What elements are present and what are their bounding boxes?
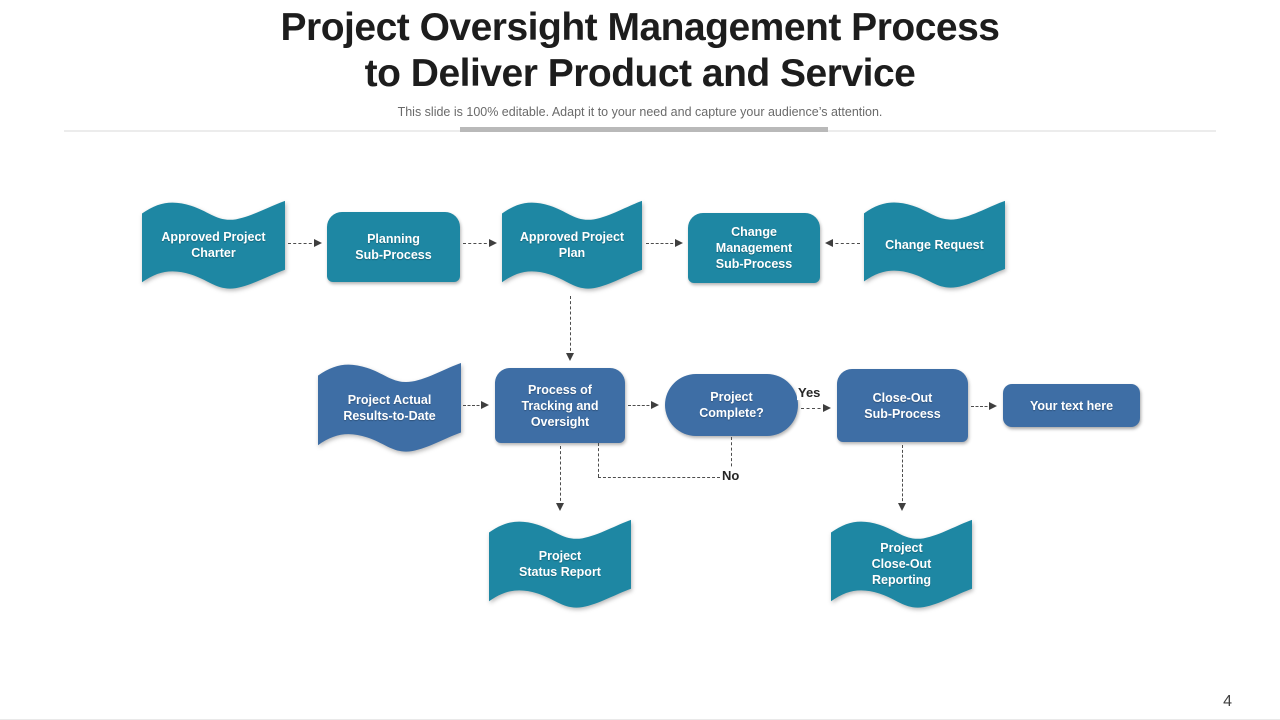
node-label: Approved Project Charter bbox=[161, 230, 266, 260]
node-approved-project-plan[interactable]: Approved Project Plan bbox=[502, 198, 642, 292]
node-label: Approved Project Plan bbox=[519, 230, 625, 260]
edge-complete-yes-to-close-out bbox=[801, 403, 831, 412]
yes-label: Yes bbox=[797, 385, 822, 400]
edge-no-vertical-to-tracking bbox=[598, 443, 599, 477]
edge-results-to-tracking bbox=[463, 400, 489, 409]
wave-shape-icon bbox=[318, 362, 461, 452]
edge-tracking-to-complete bbox=[628, 400, 659, 409]
node-label: Planning Sub-Process bbox=[355, 232, 432, 262]
edge-charter-to-planning bbox=[288, 238, 322, 247]
node-label: Change Management Sub-Process bbox=[715, 225, 793, 271]
wave-shape-icon bbox=[489, 519, 631, 608]
edge-change-request-to-change-management bbox=[825, 238, 860, 247]
node-label: Project Complete? bbox=[699, 390, 764, 420]
node-project-close-out-reporting[interactable]: Project Close-Out Reporting bbox=[831, 517, 972, 611]
wave-shape-icon bbox=[142, 200, 285, 289]
no-label: No bbox=[721, 468, 741, 483]
edge-plan-to-tracking bbox=[565, 296, 574, 361]
edge-planning-to-plan bbox=[463, 238, 497, 247]
node-project-status-report[interactable]: Project Status Report bbox=[489, 517, 631, 611]
node-process-of-tracking-and-oversight[interactable]: Process of Tracking and Oversight bbox=[495, 368, 625, 443]
divider-accent-bar bbox=[460, 127, 828, 132]
node-label: Project Actual Results-to-Date bbox=[343, 392, 436, 423]
wave-shape-icon bbox=[864, 200, 1005, 288]
edge-close-out-to-your-text bbox=[971, 401, 997, 410]
page-number: 4 bbox=[1223, 693, 1232, 710]
edge-no-vertical-from-complete bbox=[731, 437, 732, 477]
edge-close-out-to-reporting bbox=[897, 445, 906, 511]
edge-tracking-to-status-report bbox=[555, 446, 564, 511]
node-label: Change Request bbox=[885, 237, 984, 252]
page-title: Project Oversight Management Process to … bbox=[280, 6, 1000, 95]
node-label: Process of Tracking and Oversight bbox=[521, 382, 599, 429]
wave-shape-icon bbox=[502, 200, 642, 289]
node-close-out-sub-process[interactable]: Close-Out Sub-Process bbox=[837, 369, 968, 442]
node-label: Project Status Report bbox=[519, 549, 601, 579]
node-change-request[interactable]: Change Request bbox=[864, 198, 1005, 291]
node-change-management-sub-process[interactable]: Change Management Sub-Process bbox=[688, 213, 820, 283]
edge-plan-to-change-management bbox=[646, 238, 683, 247]
node-label: Project Close-Out Reporting bbox=[871, 541, 932, 587]
page-subtitle: This slide is 100% editable. Adapt it to… bbox=[397, 105, 883, 119]
node-project-actual-results-to-date[interactable]: Project Actual Results-to-Date bbox=[318, 360, 461, 455]
wave-shape-icon bbox=[831, 519, 972, 608]
node-label: Your text here bbox=[1029, 398, 1114, 413]
node-label: Close-Out Sub-Process bbox=[864, 390, 941, 421]
node-approved-project-charter[interactable]: Approved Project Charter bbox=[142, 198, 285, 292]
node-planning-sub-process[interactable]: Planning Sub-Process bbox=[327, 212, 460, 282]
edge-no-horizontal bbox=[598, 477, 720, 478]
node-your-text-here[interactable]: Your text here bbox=[1003, 384, 1140, 427]
node-project-complete-decision[interactable]: Project Complete? bbox=[665, 374, 798, 436]
